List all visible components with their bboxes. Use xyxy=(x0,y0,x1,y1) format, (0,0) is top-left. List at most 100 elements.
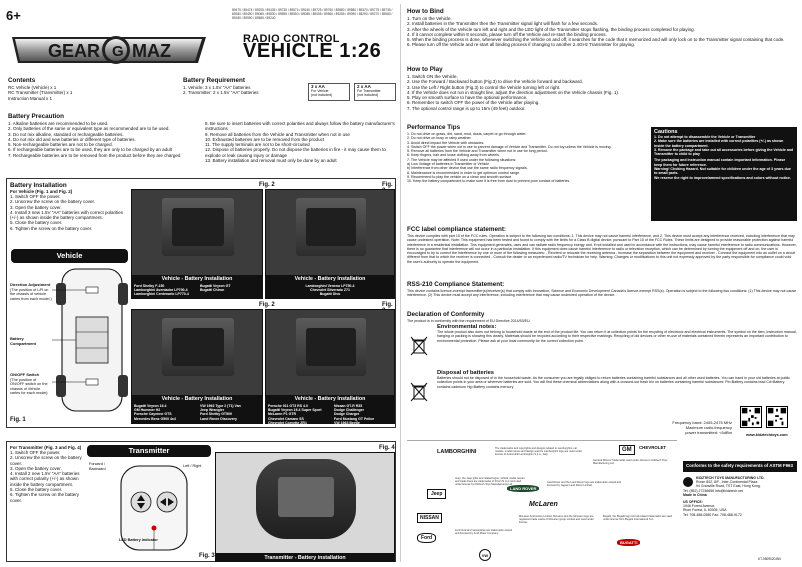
transmitter-diagram xyxy=(120,465,188,551)
frequency-power-label: Maximum radio-frequency xyxy=(685,424,732,430)
fig2-label: Fig. 2 xyxy=(259,182,275,188)
caution-note: Warning! Choking Hazard. Not suitable fo… xyxy=(654,167,791,176)
precaution-item: 12. Dispose of batteries properly. Do no… xyxy=(205,147,386,158)
landrover-logo: LAND ROVER xyxy=(507,485,540,492)
precaution-item: 3. Do not mix alkaline, standard or rech… xyxy=(8,131,124,137)
perf-step: 2. Do not drive on busy or rainy weather… xyxy=(407,136,472,141)
rss-title: RSS-210 Compliance Statement: xyxy=(407,281,505,288)
battery-requirement-title: Battery Requirement xyxy=(183,77,245,84)
model-list: Bugatti Veyron GT Bugatti Chiron xyxy=(197,283,263,299)
play-step: 5. Play on smooth surface to have the op… xyxy=(407,95,528,101)
gearmaz-logo: GEAR G MAZ xyxy=(12,36,206,64)
us-office-label: US OFFICE: xyxy=(683,500,703,505)
caution-item: 2. Make sure the batteries are installed… xyxy=(654,139,784,148)
vehicle-battery-box: 3 x AA For Vehicle (not included) xyxy=(308,83,350,101)
gm-license-text: General Motors Trademarks used under lic… xyxy=(593,459,668,466)
model-list: Lamborghini Veneno LP750-4 Chevrolet Sil… xyxy=(265,283,395,299)
precaution-item: 9. Remove all batteries from the Vehicle… xyxy=(205,131,350,137)
precaution-item: 10. Exhausted batteries are to be remove… xyxy=(205,136,325,142)
caption-bottom-right: Vehicle - Battery Installation xyxy=(265,395,395,403)
fig2-label-bottom: Fig. 2 xyxy=(259,302,275,308)
perf-step: 1. Do not drive on grass, dirt, sand, mu… xyxy=(407,132,527,136)
us-office-address: River Forest, IL 60305, USA xyxy=(683,508,727,513)
play-step: 1. Switch ON the Vehicle. xyxy=(407,74,458,79)
bind-step: 4. If it cannot complete within 8 second… xyxy=(407,31,607,37)
bind-step: 2. Install batteries in the Transmitter … xyxy=(407,21,599,27)
perf-step: 3. Avoid direct impact the Vehicle with … xyxy=(407,140,485,145)
jeep-license-text: Jeep, the Jeep grille and related logos,… xyxy=(455,477,525,487)
declaration-text: The product is in conformity with the re… xyxy=(407,319,531,323)
jeep-logo: Jeep xyxy=(427,489,447,499)
left-right-callout: Left / Right xyxy=(183,464,202,468)
bugatti-logo: BUGATTI xyxy=(617,539,641,546)
website-link[interactable]: www.kidztechtoys.com xyxy=(746,433,788,437)
install-step: 5. Close the battery cover. xyxy=(10,220,63,226)
model-list: Porsche 911 GT3 RS 4.0 Bugatti Veyron 16… xyxy=(265,403,331,425)
mclaren-logo: McLaren xyxy=(529,501,558,508)
perf-step: 8. Maintenance is recommended in order t… xyxy=(407,170,521,175)
play-step: 7. The optional control range is up to 1… xyxy=(407,105,526,111)
caution-item: 3. Remove the package and take out all a… xyxy=(654,147,794,157)
battery-boxes: 3 x AA For Vehicle (not included) 2 x AA… xyxy=(308,83,396,101)
transmitter-step: 2. Unscrew the screw on the battery cove… xyxy=(10,455,82,466)
declaration-title: Declaration of Conformity xyxy=(407,311,485,318)
vehicle-install-steps: Battery Installation For Vehicle (Fig. 1… xyxy=(10,182,128,231)
astm-compliance-badge: Conforms to the safety requirements of A… xyxy=(683,461,797,472)
performance-tips-section: Performance Tips 1. Do not drive on gras… xyxy=(407,124,639,184)
vehicle-chassis-diagram xyxy=(52,268,128,412)
precaution-item: 1. Alkaline batteries are recommended to… xyxy=(8,121,109,126)
company-phone: Tel: (852) 27236656 info@kidztech.net xyxy=(683,488,743,493)
bind-step: 6. Please turn off the Vehicle and re-st… xyxy=(407,42,636,48)
rc-vehicle-scale: VEHICLE 1:26 xyxy=(243,40,382,62)
perf-step: 4. Switch OFF the power when not in use … xyxy=(407,144,612,149)
licensing-area: LAMBORGHINI The trademarks and copyright… xyxy=(407,440,677,562)
precaution-item: 4. Do not mix old and new batteries or d… xyxy=(8,136,136,142)
frequency-band: Frequency band: 2405-2475 MHz xyxy=(672,420,732,425)
rss-text: This device contains licence-exempt tran… xyxy=(407,289,797,298)
onoff-switch-callout: ON/OFF Switch (The position of ON/OFF sw… xyxy=(10,372,48,395)
model-list: VW 1963 Type 2 (T1) Van Jeep Wrangler Fo… xyxy=(197,403,263,424)
battery-disposal-text: Batteries should not be disposed of in t… xyxy=(437,376,791,389)
battery-compartment-callout: Battery Compartment xyxy=(10,336,37,346)
model-list: Ford Shelby F-150 Lamborghini Aventador … xyxy=(131,283,197,299)
precaution-item: 8. Be sure to insert batteries with corr… xyxy=(205,121,395,132)
company-address: 94 Granville Road, TST East, Hong Kong. xyxy=(696,484,761,489)
perf-step: 5. Remove all batteries from the Vehicle… xyxy=(407,149,548,154)
battery-precaution-section: Battery Precaution 1. Alkaline batteries… xyxy=(8,113,396,163)
precaution-item: 2. Only batteries of the same or equival… xyxy=(8,126,170,132)
precaution-item: 11. The supply terminals are not to be s… xyxy=(205,142,310,148)
perf-step: a) Low Voltage of batteries in Transmitt… xyxy=(407,162,490,167)
fcc-section: FCC label compliance statement: This dev… xyxy=(407,226,797,264)
environmental-notes: Environmental notes: The whole product a… xyxy=(407,324,797,368)
install-step: 4. Install 3 new 1.5V "AA" batteries wit… xyxy=(10,209,123,221)
environmental-text: The whole product also does not belong t… xyxy=(437,330,797,343)
bind-title: How to Bind xyxy=(407,8,444,15)
transmitter-battery-box: 2 x AA For Transmitter (not included) xyxy=(354,83,396,101)
part-number: KT-0509020-BN xyxy=(758,557,781,561)
contents-item: Instruction Manual x 1 xyxy=(8,95,53,101)
battery-installation-panel: Battery Installation For Vehicle (Fig. 1… xyxy=(6,178,396,428)
play-step: 2. Use the Forward / Backward button (Fi… xyxy=(407,79,583,85)
play-title: How to Play xyxy=(407,66,443,73)
bugatti-license-text: Bugatti, the Bugatti logo and all relate… xyxy=(603,515,673,522)
caption-top-right: Vehicle - Battery Installation xyxy=(265,275,395,283)
rc-title: RADIO CONTROL xyxy=(243,33,340,45)
us-office-phone: Tel: 708-488-0580 Fax: 708-488-9172 xyxy=(683,512,742,517)
made-in: Made in China xyxy=(683,492,707,497)
install-step: 6. Tighten the screw on the battery cove… xyxy=(10,225,93,231)
precaution-item: 7. Rechargeable batteries are to be remo… xyxy=(8,152,181,158)
chevrolet-logo: CHEVROLET xyxy=(639,445,667,450)
precaution-item: 6. If rechargeable batteries are to be u… xyxy=(8,147,172,153)
precaution-item: 13. Battery installation and removal mus… xyxy=(205,158,337,164)
logo-text-gear: GEAR xyxy=(48,41,100,61)
landrover-license-text: Land Rover and the Land Rover logo are t… xyxy=(547,481,622,488)
transmitter-install-steps: For Transmitter (Fig. 3 and Fig. 4) 1. S… xyxy=(10,445,84,503)
logo-text-maz: MAZ xyxy=(132,41,171,61)
frequency-info: Frequency band: 2405-2475 MHz Maximum ra… xyxy=(582,420,732,435)
battery-disposal: Disposal of batteries Batteries should n… xyxy=(407,370,797,418)
qr-code-icon xyxy=(766,406,788,428)
contents-item: RC Vehicle (Vehicle) x 1 xyxy=(8,85,57,90)
ford-license-text: Ford Oval and nameplates are trademarks … xyxy=(455,529,513,536)
model-codes: 89475 / 89474 / 89205 / 89435 / 89735 / … xyxy=(232,8,393,21)
transmitter-banner: Transmitter xyxy=(87,445,211,457)
